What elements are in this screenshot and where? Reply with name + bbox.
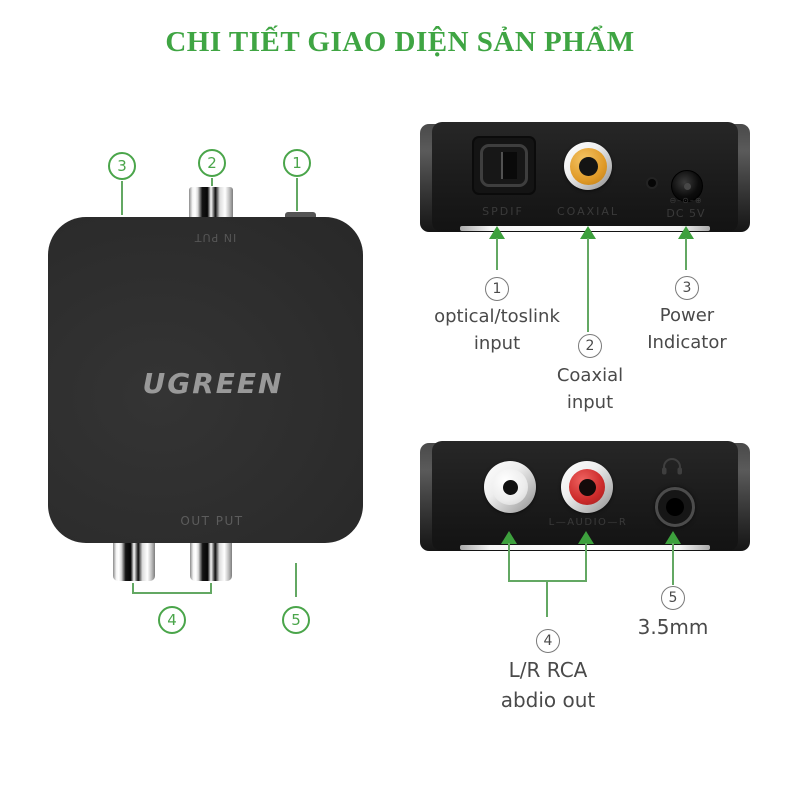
coaxial-label: COAXIAL — [556, 205, 620, 218]
arrow-rca-left-stem — [508, 543, 510, 582]
coaxial-port — [564, 142, 612, 190]
dc-polarity-symbols: ⊖–⊙–⊕ — [669, 196, 703, 205]
arrow-coaxial-stem — [587, 238, 589, 332]
label-4-line1: L/R RCA — [508, 658, 588, 682]
callout-1-badge: 1 — [283, 149, 311, 177]
callout-1-line — [296, 178, 298, 211]
dc-pin — [683, 182, 691, 190]
callout-3-line — [121, 181, 123, 215]
label-2-badge: 2 — [578, 334, 602, 358]
rca-white-ring — [492, 469, 528, 505]
device-body — [48, 217, 363, 543]
bracket-stem — [546, 582, 548, 617]
dc-5v-label: DC 5V — [666, 207, 706, 220]
power-led-indicator — [648, 179, 656, 187]
rca-white-hole — [502, 479, 518, 495]
arrow-rca-right — [578, 531, 594, 544]
label-4-line2: abdio out — [500, 688, 596, 712]
label-5-line1: 3.5mm — [637, 615, 709, 639]
rca-plug-right — [190, 543, 232, 581]
label-1-line1: optical/toslink — [434, 306, 560, 327]
label-3-line1: Power — [659, 305, 715, 326]
callout-2-badge: 2 — [198, 149, 226, 177]
label-2-line1: Coaxial — [556, 365, 624, 386]
lr-audio-label: L—AUDIO—R — [548, 517, 628, 528]
coaxial-connector-top — [189, 187, 233, 218]
optical-port-edge — [285, 212, 316, 218]
label-5-badge: 5 — [661, 586, 685, 610]
bracket-right-tick — [210, 583, 212, 594]
rca-red-hole — [578, 478, 596, 496]
bracket-left-tick — [132, 583, 134, 594]
coaxial-yellow-ring — [569, 147, 607, 185]
label-1-badge: 1 — [485, 277, 509, 301]
label-3-line2: Indicator — [647, 332, 727, 353]
callout-3-badge: 3 — [108, 152, 136, 180]
label-3-badge: 3 — [675, 276, 699, 300]
arrow-jack-stem — [672, 543, 674, 585]
page-title: CHI TIẾT GIAO DIỆN SẢN PHẨM — [165, 26, 635, 58]
callout-2-line — [211, 178, 213, 186]
toslink-shutter — [480, 144, 528, 187]
arrow-jack — [665, 531, 681, 544]
arrow-power-stem — [685, 238, 687, 270]
arrow-power — [678, 226, 694, 239]
callout-5-line — [295, 563, 297, 597]
rca-red-ring — [569, 469, 605, 505]
label-2-line2: input — [566, 392, 614, 413]
rca-out-red — [561, 461, 613, 513]
toslink-slot — [501, 152, 517, 179]
label-4-badge: 4 — [536, 629, 560, 653]
coaxial-hole — [578, 156, 598, 176]
back-panel-view: SPDIF COAXIAL ⊖–⊙–⊕ DC 5V — [420, 122, 750, 241]
callout-5-badge: 5 — [282, 606, 310, 634]
rca-out-white — [484, 461, 536, 513]
arrow-spdif-stem — [496, 238, 498, 270]
spdif-optical-port — [474, 138, 534, 193]
arrow-rca-right-stem — [585, 543, 587, 582]
arrow-coaxial — [580, 226, 596, 239]
rca-plug-left — [113, 543, 155, 581]
input-print: IN PUT — [193, 231, 237, 244]
arrow-spdif — [489, 226, 505, 239]
output-print: OUT PUT — [180, 514, 244, 528]
spdif-label: SPDIF — [482, 205, 524, 218]
ugreen-logo: UGREEN — [142, 367, 284, 400]
bracket-bar — [132, 592, 212, 594]
callout-4-badge: 4 — [158, 606, 186, 634]
bracket-bar — [508, 580, 587, 582]
front-panel-view: L—AUDIO—R — [420, 441, 750, 558]
label-1-line2: input — [473, 333, 521, 354]
audio-jack-3-5mm — [655, 487, 695, 527]
dc-power-jack — [671, 170, 703, 202]
jack-hole — [666, 498, 684, 516]
headphone-icon — [662, 458, 682, 475]
arrow-rca-left — [501, 531, 517, 544]
